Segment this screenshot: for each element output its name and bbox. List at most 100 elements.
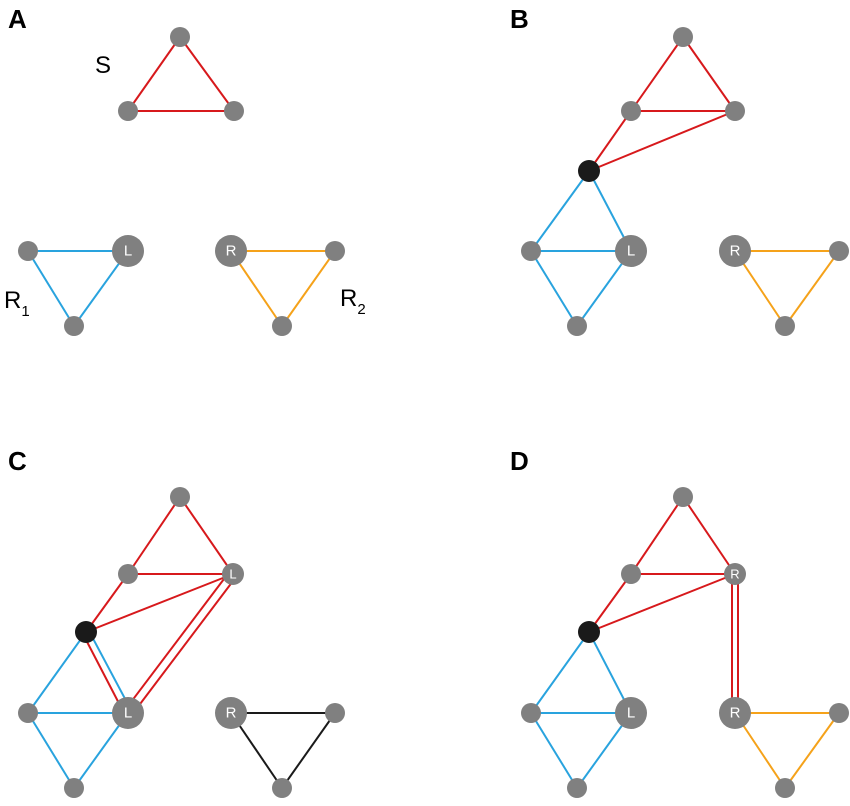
node bbox=[18, 241, 38, 261]
panel-letter-b: B bbox=[510, 4, 529, 34]
node-r bbox=[719, 235, 751, 267]
edge bbox=[588, 573, 736, 633]
node-l bbox=[112, 235, 144, 267]
edge bbox=[124, 570, 231, 711]
node-l-top bbox=[222, 563, 244, 585]
edge bbox=[179, 496, 234, 575]
hub-node bbox=[578, 621, 600, 643]
node bbox=[829, 241, 849, 261]
edge bbox=[83, 635, 125, 714]
edge bbox=[27, 250, 75, 327]
edge bbox=[530, 631, 590, 714]
edge bbox=[127, 36, 181, 112]
edge bbox=[85, 573, 234, 633]
node-l bbox=[615, 697, 647, 729]
graph-r2-edges bbox=[734, 712, 840, 789]
edge bbox=[27, 712, 75, 789]
node bbox=[673, 27, 693, 47]
node-r-top bbox=[724, 563, 746, 585]
hub-node bbox=[75, 621, 97, 643]
node bbox=[521, 241, 541, 261]
node bbox=[170, 487, 190, 507]
node bbox=[521, 703, 541, 723]
node bbox=[224, 101, 244, 121]
node-l-top-label: L bbox=[229, 567, 236, 582]
node bbox=[64, 316, 84, 336]
node bbox=[272, 316, 292, 336]
node bbox=[272, 778, 292, 798]
node-l-label: L bbox=[124, 705, 132, 722]
edge bbox=[130, 576, 237, 717]
edge bbox=[281, 250, 336, 327]
edge bbox=[179, 36, 235, 112]
edge bbox=[88, 630, 132, 711]
edge bbox=[85, 573, 129, 633]
hub-node bbox=[578, 160, 600, 182]
edge bbox=[27, 631, 87, 714]
panel-c: C L L bbox=[8, 446, 345, 798]
panel-d: D R L R bbox=[510, 446, 849, 798]
label-r1-sub: 1 bbox=[21, 303, 29, 320]
graph-s-edges bbox=[83, 496, 237, 717]
graph-r2-edges bbox=[230, 712, 336, 789]
node-l-label: L bbox=[627, 243, 635, 260]
node-l-label: L bbox=[627, 705, 635, 722]
node bbox=[567, 778, 587, 798]
edge bbox=[127, 496, 181, 575]
node-r-top-label: R bbox=[730, 567, 739, 582]
graph-r2-edges bbox=[230, 250, 336, 327]
node bbox=[829, 703, 849, 723]
node-r-label: R bbox=[730, 243, 741, 260]
edge bbox=[784, 250, 840, 327]
edge bbox=[682, 36, 736, 112]
label-r2-main: R bbox=[340, 285, 357, 312]
node bbox=[621, 101, 641, 121]
node bbox=[64, 778, 84, 798]
edge bbox=[784, 712, 840, 789]
node bbox=[325, 703, 345, 723]
panel-a: A S R1 R2 L R bbox=[4, 4, 366, 336]
node-r-label: R bbox=[730, 705, 741, 722]
label-s: S bbox=[95, 52, 111, 79]
graph-r2-edges bbox=[734, 250, 840, 327]
node bbox=[725, 101, 745, 121]
edge bbox=[588, 573, 632, 633]
node bbox=[775, 316, 795, 336]
edge bbox=[530, 170, 590, 252]
panel-b: B L R bbox=[510, 4, 849, 336]
edge bbox=[588, 110, 632, 172]
graph-r1-edges bbox=[27, 250, 129, 327]
panel-letter-c: C bbox=[8, 446, 27, 476]
edge bbox=[682, 496, 736, 575]
label-r2: R2 bbox=[340, 285, 366, 318]
graph-s-edges bbox=[588, 36, 736, 172]
node bbox=[118, 101, 138, 121]
edge bbox=[630, 496, 684, 575]
node bbox=[567, 316, 587, 336]
edge bbox=[630, 36, 684, 112]
edge bbox=[530, 250, 578, 327]
edge bbox=[530, 712, 578, 789]
edge bbox=[588, 110, 736, 172]
graph-r1-edges bbox=[27, 630, 132, 789]
node bbox=[170, 27, 190, 47]
node bbox=[18, 703, 38, 723]
node-r bbox=[215, 697, 247, 729]
node-r bbox=[719, 697, 751, 729]
graph-s-edges bbox=[588, 496, 739, 713]
node bbox=[621, 564, 641, 584]
node bbox=[775, 778, 795, 798]
label-r1-main: R bbox=[4, 287, 21, 314]
graph-s-edges bbox=[127, 36, 235, 112]
node-r-label: R bbox=[226, 243, 237, 260]
label-r1: R1 bbox=[4, 287, 30, 320]
node-l bbox=[615, 235, 647, 267]
node-l-label: L bbox=[124, 243, 132, 260]
node bbox=[118, 564, 138, 584]
panel-letter-d: D bbox=[510, 446, 529, 476]
edge bbox=[281, 712, 336, 789]
node bbox=[673, 487, 693, 507]
node-l bbox=[112, 697, 144, 729]
node-r bbox=[215, 235, 247, 267]
